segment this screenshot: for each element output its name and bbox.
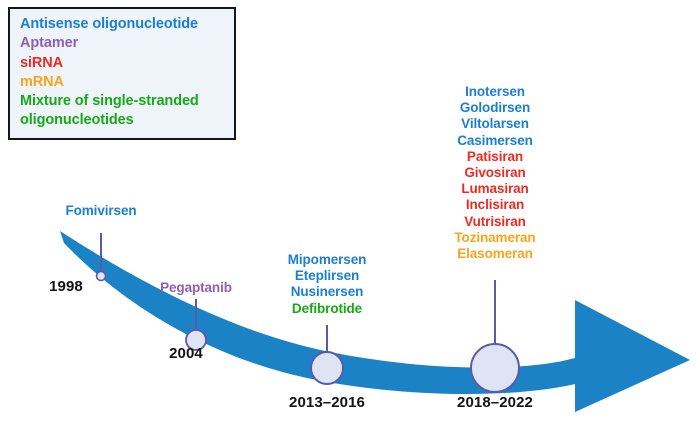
node-marker-2004[interactable]	[185, 329, 207, 351]
year-label-2013-2016: 2013–2016	[289, 394, 365, 411]
drug-name: Inotersen	[465, 84, 525, 99]
drug-list-2004: Pegaptanib	[136, 280, 256, 296]
node-marker-2018-2022[interactable]	[470, 343, 520, 393]
drug-name: Elasomeran	[457, 245, 533, 261]
drug-name: Givosiran	[464, 164, 526, 180]
arrow-band-shape	[60, 231, 690, 412]
drug-name: Mipomersen	[287, 252, 367, 267]
legend-item-aptamer: Aptamer	[20, 35, 79, 52]
drug-name: Vutrisiran	[464, 213, 526, 229]
drug-list-1998: Fomivirsen	[41, 203, 161, 219]
drug-name: Inclisiran	[465, 197, 525, 213]
legend-item-sirna: siRNA	[20, 54, 64, 71]
year-label-2018-2022: 2018–2022	[457, 394, 533, 411]
drug-name: Fomivirsen	[65, 203, 137, 218]
drug-name: Golodirsen	[459, 100, 531, 116]
year-label-2004: 2004	[169, 345, 203, 362]
node-marker-2013-2016[interactable]	[310, 351, 344, 385]
drug-name: Viltolarsen	[461, 116, 529, 132]
drug-name: Pegaptanib	[160, 280, 232, 295]
year-label-1998: 1998	[49, 278, 83, 295]
drug-name: Eteplirsen	[294, 268, 360, 284]
legend-item-mixture-single-stranded-oligonucleotides: Mixture of single-stranded oligonucleoti…	[20, 93, 199, 129]
drug-name: Tozinameran	[454, 229, 536, 245]
drug-name: Defibrotide	[291, 300, 363, 316]
drug-name: Casimersen	[457, 132, 533, 148]
legend-box: Antisense oligonucleotide Aptamer siRNA …	[8, 7, 236, 140]
drug-name: Nusinersen	[290, 284, 364, 300]
drug-name: Lumasiran	[461, 181, 529, 197]
drug-name: Patisiran	[466, 148, 524, 164]
legend-item-mrna: mRNA	[20, 73, 64, 90]
node-marker-1998[interactable]	[95, 270, 107, 282]
legend-item-antisense-oligonucleotide: Antisense oligonucleotide	[20, 16, 198, 32]
